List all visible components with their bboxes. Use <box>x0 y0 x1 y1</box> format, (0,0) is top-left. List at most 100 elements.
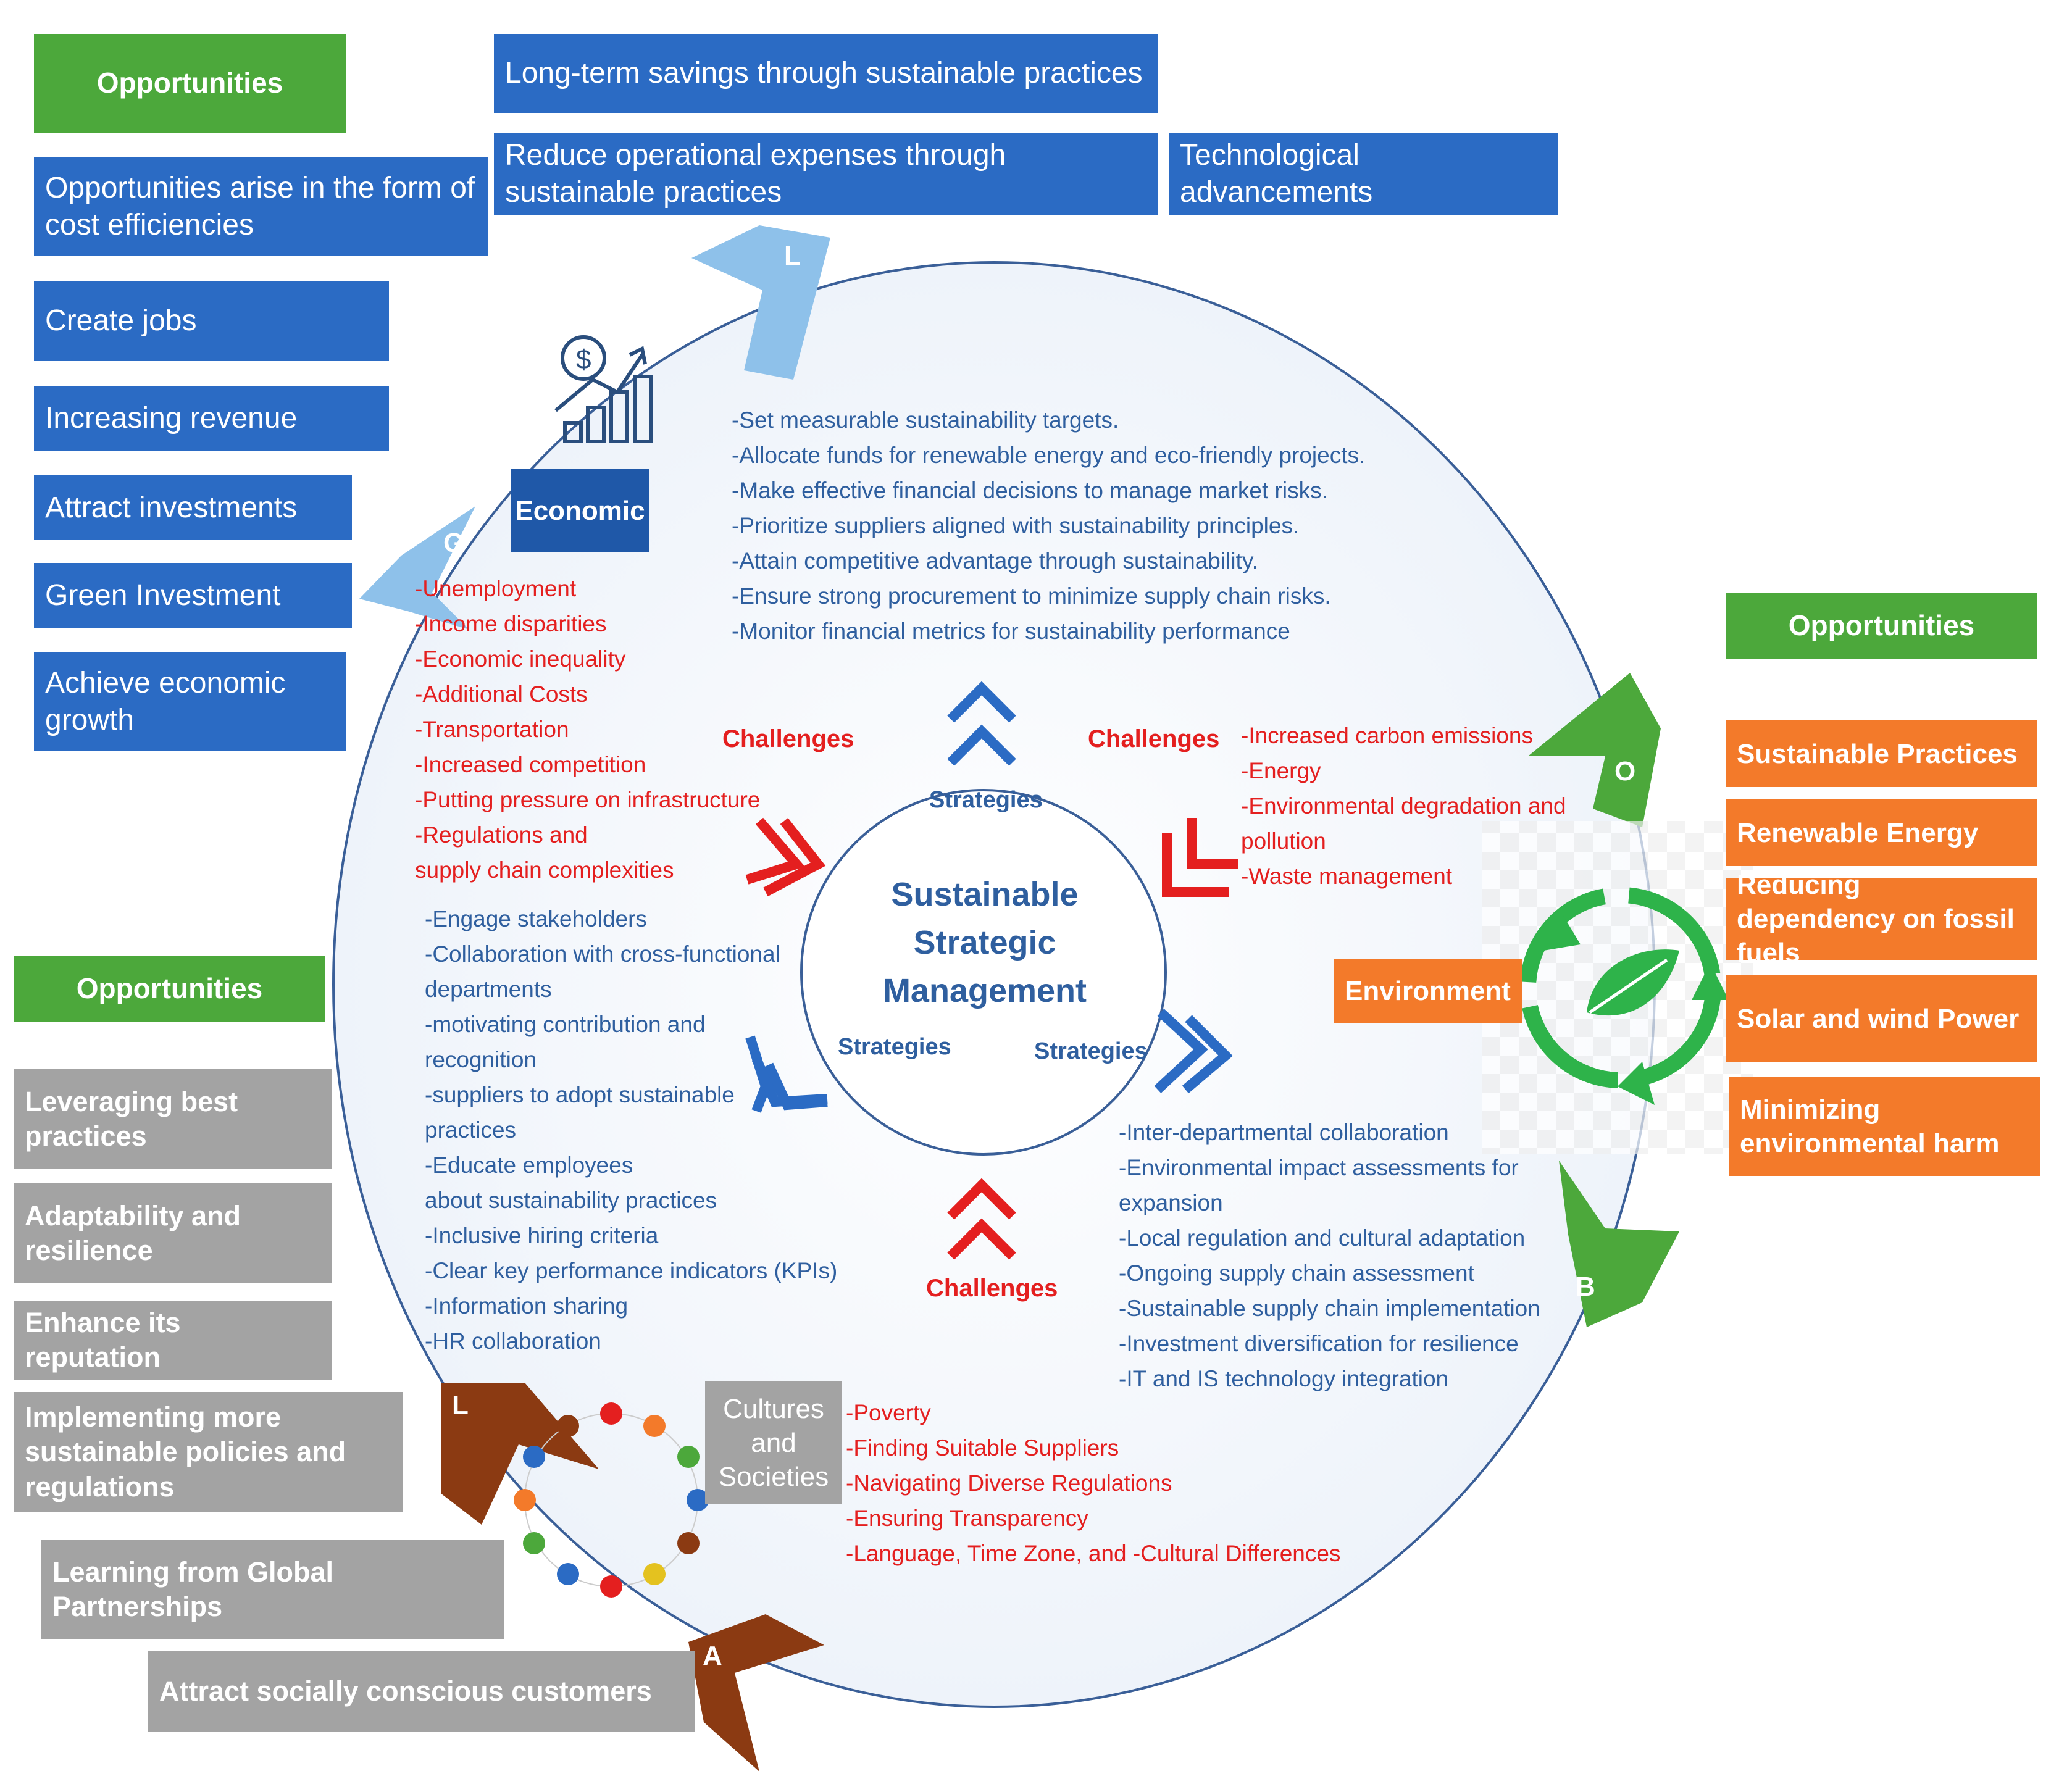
environment-challenge: -Waste management <box>1241 864 1453 889</box>
environment-challenges-list: -Increased carbon emissions -Energy -Env… <box>1241 718 1566 894</box>
environment-strategy: -Local regulation and cultural adaptatio… <box>1119 1225 1526 1251</box>
chevron-b-right <box>1559 1161 1679 1327</box>
left-strategy-arrows <box>745 1035 828 1113</box>
people-ring-icon <box>514 1402 709 1598</box>
economic-opportunity-1: Opportunities arise in the form of cost … <box>34 157 488 256</box>
economic-strategies-list: -Set measurable sustainability targets. … <box>732 402 1365 649</box>
center-circle <box>800 789 1167 1156</box>
social-strategy: departments <box>425 977 552 1002</box>
left-challenge-arrows <box>745 817 826 897</box>
environment-strategy: -Inter-departmental collaboration <box>1119 1120 1449 1145</box>
economic-strategy: -Prioritize suppliers aligned with susta… <box>732 513 1300 538</box>
social-strategy: -Clear key performance indicators (KPIs) <box>425 1258 838 1283</box>
environment-strategy: -Investment diversification for resilien… <box>1119 1331 1519 1356</box>
environment-strategies-list: -Inter-departmental collaboration -Envir… <box>1119 1115 1540 1396</box>
chevron-l-bottom <box>441 1383 599 1525</box>
social-strategy: -Information sharing <box>425 1293 629 1319</box>
chevron-l-top <box>691 225 830 380</box>
social-opportunity-3: Enhance its reputation <box>14 1301 332 1380</box>
chevron-letter-l-bottom: L <box>452 1390 469 1420</box>
chevron-letter-o: O <box>1614 756 1636 786</box>
environment-opportunities-header: Opportunities <box>1726 593 2037 659</box>
economic-challenge: -Regulations and <box>415 822 588 848</box>
economic-growth-icon: $ <box>554 335 653 443</box>
environment-strategy: -Sustainable supply chain implementation <box>1119 1296 1540 1321</box>
environment-challenge: pollution <box>1241 828 1326 854</box>
social-strategy: -motivating contribution and <box>425 1012 706 1037</box>
economic-strategy: -Make effective financial decisions to m… <box>732 478 1328 503</box>
social-opportunity-5: Learning from Global Partnerships <box>41 1540 504 1639</box>
social-strategy: -Engage stakeholders <box>425 906 647 931</box>
social-strategy: -Educate employees <box>425 1152 633 1178</box>
environment-opportunity-1: Sustainable Practices <box>1726 720 2037 787</box>
economic-strategy: -Attain competitive advantage through su… <box>732 548 1258 573</box>
recycle-icon <box>1520 887 1729 1105</box>
economic-opportunities-header: Opportunities <box>34 34 346 133</box>
social-opportunity-1: Leveraging best practices <box>14 1069 332 1169</box>
chevron-letter-b: B <box>1576 1272 1595 1302</box>
svg-text:$: $ <box>576 344 591 375</box>
right-challenge-arrows <box>1162 818 1238 897</box>
economic-challenge: -Unemployment <box>415 576 577 601</box>
reduce-operational-expenses-box: Reduce operational expenses through sust… <box>494 133 1158 215</box>
economic-strategy: -Monitor financial metrics for sustainab… <box>732 619 1290 644</box>
economic-strategy: -Allocate funds for renewable energy and… <box>732 443 1366 468</box>
top-strategy-arrows <box>947 681 1016 766</box>
economic-opportunity-4: Attract investments <box>34 475 352 540</box>
economic-opportunity-6: Achieve economic growth <box>34 652 346 751</box>
environment-strategy: -IT and IS technology integration <box>1119 1366 1449 1391</box>
social-challenge: -Language, Time Zone, and -Cultural Diff… <box>846 1541 1341 1566</box>
bottom-challenge-arrows <box>947 1178 1016 1260</box>
technological-advancements-box: Technological advancements <box>1169 133 1558 215</box>
long-term-savings-box: Long-term savings through sustainable pr… <box>494 34 1158 113</box>
social-challenges-list: -Poverty -Finding Suitable Suppliers -Na… <box>846 1395 1340 1571</box>
social-challenge: -Ensuring Transparency <box>846 1506 1088 1531</box>
environment-opportunity-5: Minimizing environmental harm <box>1729 1077 2040 1176</box>
economic-opportunity-5: Green Investment <box>34 563 352 628</box>
social-opportunity-2: Adaptability and resilience <box>14 1183 332 1283</box>
strategies-label-left: Strategies <box>838 1034 951 1060</box>
social-opportunity-4: Implementing more sustainable policies a… <box>14 1392 403 1512</box>
strategies-label-right: Strategies <box>1034 1038 1148 1064</box>
center-title: Sustainable Strategic Management <box>882 876 1087 1009</box>
strategies-label-top: Strategies <box>929 787 1043 813</box>
environment-opportunity-2: Renewable Energy <box>1726 799 2037 866</box>
social-strategy: practices <box>425 1117 517 1143</box>
social-strategy: -Collaboration with cross-functional <box>425 941 780 967</box>
economic-strategy: -Set measurable sustainability targets. <box>732 407 1119 433</box>
economic-label: Economic <box>511 469 649 552</box>
environment-challenge: -Increased carbon emissions <box>1241 723 1533 748</box>
right-strategy-arrows <box>1154 1009 1233 1094</box>
social-opportunity-6: Attract socially conscious customers <box>148 1651 695 1732</box>
social-challenge: -Poverty <box>846 1400 931 1425</box>
chevron-a-bottom <box>688 1614 824 1772</box>
environment-strategy: expansion <box>1119 1190 1223 1215</box>
economic-challenge: -Income disparities <box>415 611 607 636</box>
economic-challenge: -Increased competition <box>415 752 646 777</box>
environment-opportunity-3: Reducing dependency on fossil fuels <box>1726 870 2037 968</box>
social-challenge: -Finding Suitable Suppliers <box>846 1435 1119 1461</box>
economic-challenges-list: -Unemployment -Income disparities -Econo… <box>415 571 760 888</box>
challenges-label-right: Challenges <box>1088 725 1220 752</box>
environment-opportunity-4: Solar and wind Power <box>1726 975 2037 1062</box>
social-challenge: -Navigating Diverse Regulations <box>846 1470 1172 1496</box>
social-strategy: -Inclusive hiring criteria <box>425 1223 659 1248</box>
chevron-letter-a: A <box>703 1641 722 1671</box>
environment-label: Environment <box>1334 959 1522 1023</box>
chevron-letter-l-top: L <box>784 241 801 271</box>
challenges-label-left: Challenges <box>722 725 854 752</box>
social-strategies-list: -Engage stakeholders -Collaboration with… <box>425 901 837 1359</box>
economic-challenge: supply chain complexities <box>415 857 674 883</box>
economic-opportunity-2: Create jobs <box>34 281 389 361</box>
economic-challenge: -Economic inequality <box>415 646 626 672</box>
economic-strategy: -Ensure strong procurement to minimize s… <box>732 583 1331 609</box>
economic-challenge: -Additional Costs <box>415 681 588 707</box>
social-strategy: about sustainability practices <box>425 1188 717 1213</box>
challenges-label-bottom: Challenges <box>926 1275 1058 1302</box>
social-strategy: recognition <box>425 1047 537 1072</box>
environment-strategy: -Environmental impact assessments for <box>1119 1155 1519 1180</box>
chevron-letter-g: G <box>443 528 465 558</box>
economic-challenge: -Transportation <box>415 717 569 742</box>
social-label: Cultures and Societies <box>705 1381 842 1504</box>
